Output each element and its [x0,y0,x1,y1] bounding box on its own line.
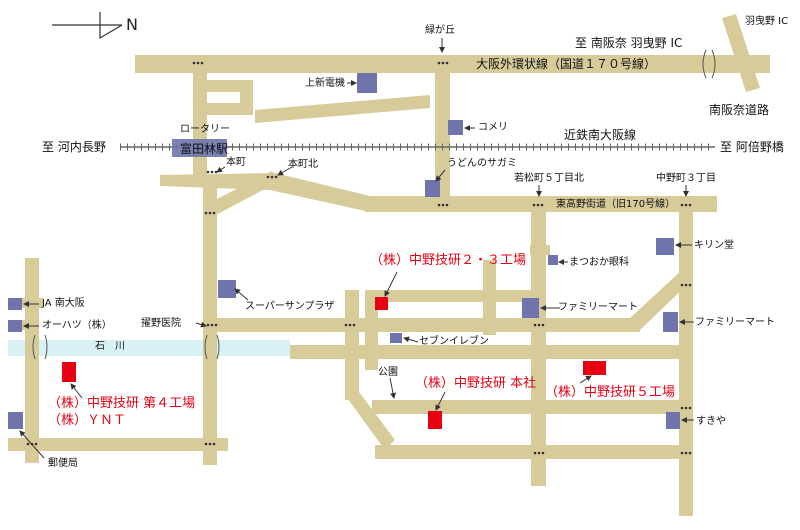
label-higashi-koya: 東高野街道（旧170号線） [556,199,676,210]
label-route170: 大阪外環状線（国道１７０号線） [476,57,657,71]
label-kirindo: キリン堂 [694,240,734,251]
super-sun-building [218,280,236,298]
label-habikino-ic: 羽曳野 IC [745,16,789,27]
label-nakano3: 中野町３丁目 [656,173,716,184]
label-plant4: （株）中野技研 第４工場 [48,396,196,411]
label-nanhan-road: 南阪奈道路 [709,103,770,117]
label-tondabayashi: 富田林駅 [180,142,229,156]
label-matsuoka: まつおか眼科 [569,257,629,268]
komeri-building [448,120,463,135]
label-sukiya: すきや [696,416,726,427]
north-label: N [126,15,138,34]
udon-building [425,180,440,197]
kirindo-building [656,238,674,255]
label-park: 公園 [378,367,398,378]
matsuoka-building [548,255,558,265]
plant4-building [62,362,76,382]
label-famima1: ファミリーマート [558,302,638,313]
plant5-building [583,361,606,375]
famima1-building [522,298,539,318]
label-kintetsu: 近鉄南大阪線 [564,128,637,142]
label-seven: セブンイレブン [419,336,489,347]
label-udon: うどんのサガミ [447,158,517,169]
post-building [8,412,23,429]
label-to-nanhan-ic: 至 南阪奈 羽曳野 IC [575,36,683,50]
label-plant5: （株）中野技研５工場 [545,385,676,400]
leader-lines [19,38,694,459]
label-hospital: 擢野医院 [141,318,181,329]
label-wakamatsu: 若松町５丁目北 [514,173,584,184]
label-ja: JA 南大阪 [42,298,85,309]
label-plant23: （株）中野技研２・３工場 [370,253,527,268]
label-head-office: （株）中野技研 本社 [415,376,537,391]
label-kamishin: 上新電機 [305,78,345,89]
label-famima2: ファミリーマート [695,317,775,328]
head-building [428,411,442,429]
label-ohatsu: オーハツ（株） [42,320,112,331]
label-honmachi-kita: 本町北 [288,159,318,170]
bridges [32,49,716,360]
label-komeri: コメリ [478,122,508,133]
nanhan-road-diagonal [722,14,760,92]
label-honmachi: 本町 [226,157,246,168]
label-ynt: （株）ＹＮＴ [48,413,127,428]
label-to-kawachinagano: 至 河内長野 [42,140,106,154]
label-super-sun: スーパーサンプラザ [245,301,335,312]
kamishin-building [357,73,377,93]
north-arrow-icon [52,12,123,40]
label-rotary: ロータリー [180,124,230,135]
label-midorigaoka: 緑が丘 [425,25,455,36]
label-post: 郵便局 [48,458,78,469]
label-river: 石 川 [95,341,125,352]
ja-building [8,298,22,310]
route-170-road [135,55,770,73]
higashi-koya-curve [160,173,370,212]
intersection-dots [26,61,692,455]
plant23-building [375,297,388,310]
sukiya-building [666,412,680,429]
famima2-building [663,312,678,332]
label-to-abenobashi: 至 阿倍野橋 [720,140,784,154]
station-platform [172,139,227,157]
nanhan-road [688,55,738,67]
ohatsu-building [8,320,22,332]
seven-building [390,333,402,343]
landmark-buildings [8,73,680,429]
river [8,340,290,356]
company-buildings [62,297,606,429]
